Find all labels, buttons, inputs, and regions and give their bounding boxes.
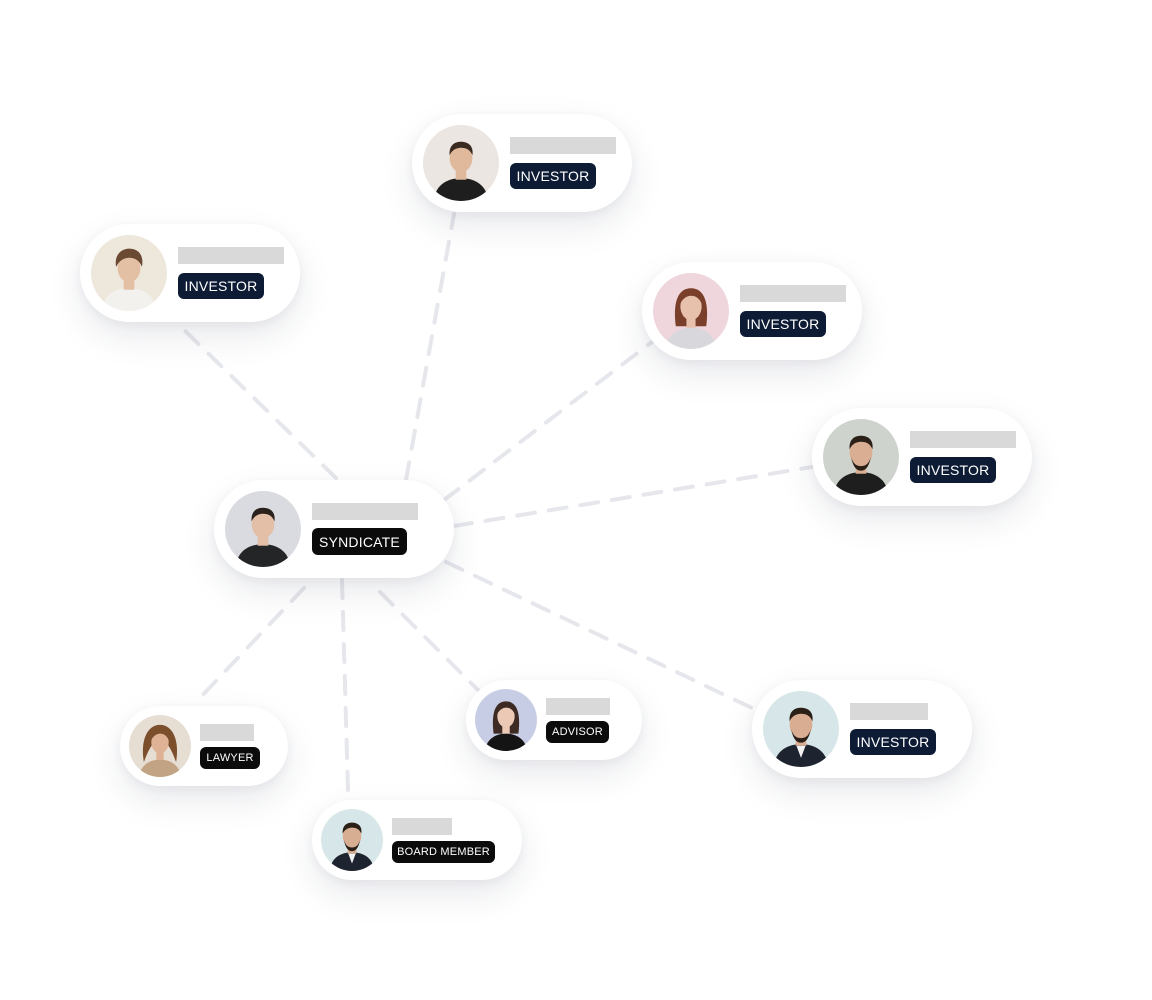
name-placeholder	[178, 247, 284, 264]
person-photo-icon	[763, 691, 839, 767]
role-badge: BOARD MEMBER	[392, 841, 495, 863]
name-placeholder	[740, 285, 846, 302]
avatar	[475, 689, 537, 751]
node-advisor[interactable]: ADVISOR	[466, 680, 642, 760]
connection-syndicate-lawyer	[196, 586, 306, 702]
person-photo-icon	[91, 235, 167, 311]
avatar	[653, 273, 729, 349]
avatar	[423, 125, 499, 201]
node-board-member[interactable]: BOARD MEMBER	[312, 800, 522, 880]
person-photo-icon	[653, 273, 729, 349]
person-photo-icon	[475, 689, 537, 751]
role-badge: INVESTOR	[850, 729, 936, 755]
person-photo-icon	[129, 715, 191, 777]
name-placeholder	[850, 703, 928, 720]
name-placeholder	[200, 724, 254, 741]
name-placeholder	[546, 698, 610, 715]
connection-syndicate-investor-right	[452, 464, 820, 528]
name-placeholder	[312, 503, 418, 520]
avatar	[225, 491, 301, 567]
name-placeholder	[510, 137, 616, 154]
role-badge: INVESTOR	[740, 311, 826, 337]
connection-syndicate-investor-top	[404, 212, 456, 482]
role-badge: LAWYER	[200, 747, 260, 769]
avatar	[321, 809, 383, 871]
avatar	[129, 715, 191, 777]
name-placeholder	[392, 818, 452, 835]
role-badge: SYNDICATE	[312, 528, 407, 555]
node-investor-top[interactable]: INVESTOR	[412, 114, 632, 212]
connection-syndicate-advisor	[378, 590, 484, 696]
node-investor-right[interactable]: INVESTOR	[812, 408, 1032, 506]
connection-syndicate-investor-woman	[442, 340, 654, 502]
node-investor-bottom[interactable]: INVESTOR	[752, 680, 972, 778]
person-photo-icon	[321, 809, 383, 871]
name-placeholder	[910, 431, 1016, 448]
role-badge: ADVISOR	[546, 721, 609, 743]
avatar	[763, 691, 839, 767]
node-investor-woman[interactable]: INVESTOR	[642, 262, 862, 360]
avatar	[91, 235, 167, 311]
connection-syndicate-board-member	[340, 578, 350, 792]
role-badge: INVESTOR	[910, 457, 996, 483]
person-photo-icon	[423, 125, 499, 201]
role-badge: INVESTOR	[178, 273, 264, 299]
role-badge: INVESTOR	[510, 163, 596, 189]
avatar	[823, 419, 899, 495]
connection-syndicate-investor-bottom	[444, 560, 754, 710]
node-investor-left[interactable]: INVESTOR	[80, 224, 300, 322]
node-lawyer[interactable]: LAWYER	[120, 706, 288, 786]
node-syndicate[interactable]: SYNDICATE	[214, 480, 454, 578]
person-photo-icon	[823, 419, 899, 495]
person-photo-icon	[225, 491, 301, 567]
connection-syndicate-investor-left	[174, 320, 338, 480]
